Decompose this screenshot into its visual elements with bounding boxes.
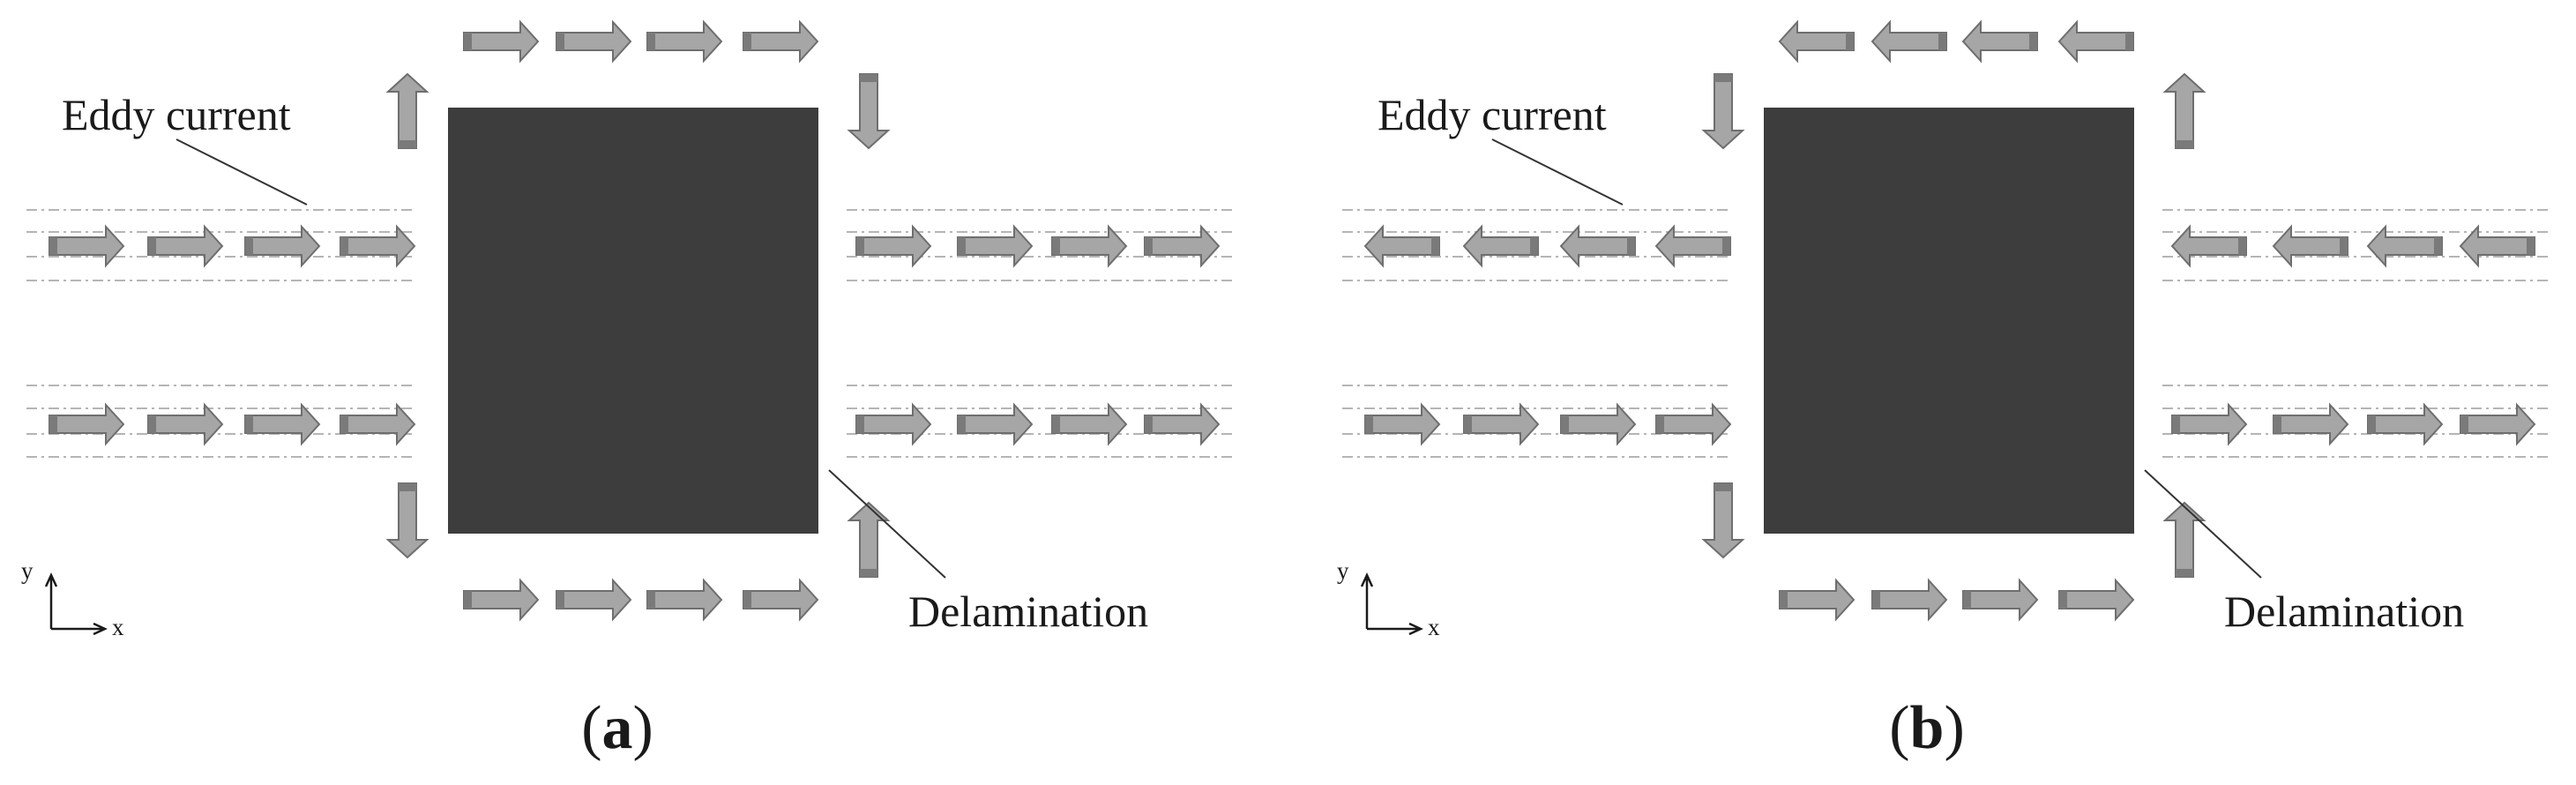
panel-a-arrow-lower-left-2	[147, 402, 224, 446]
panel-b-coordinate-axes: y x	[1337, 557, 1440, 640]
panel-a: Eddy current Delamination y x (a)	[21, 19, 1235, 762]
panel-a-arrow-bottom-left-corner	[385, 482, 429, 559]
panel-a-arrow-upper-left-1	[49, 224, 125, 268]
panel-b-caption-close: )	[1944, 694, 1964, 762]
panel-b-arrow-bottom-edge-1	[1779, 578, 1855, 622]
panel-a-delamination-label: Delamination	[908, 587, 1148, 636]
panel-b-caption-letter: b	[1910, 694, 1945, 762]
panel-a-arrows	[49, 19, 1221, 622]
panel-a-caption-open: (	[581, 694, 601, 762]
panel-a-arrow-bottom-edge-3	[646, 578, 723, 622]
panel-b-arrow-bottom-edge-3	[1962, 578, 2039, 622]
panel-b-arrow-lower-left-2	[1463, 402, 1540, 446]
panel-b-arrow-lower-left-3	[1560, 402, 1637, 446]
panel-b-arrow-top-right-corner	[2162, 72, 2206, 149]
panel-a-arrow-bottom-edge-2	[556, 578, 632, 622]
panel-a-arrow-lower-right-1	[855, 402, 932, 446]
panel-b-caption-open: (	[1889, 694, 1909, 762]
panel-a-arrow-lower-left-1	[49, 402, 125, 446]
panel-b-arrow-upper-right-2	[2272, 224, 2348, 268]
panel-b-arrow-bottom-left-corner	[1701, 482, 1745, 559]
panel-a-arrow-lower-left-4	[340, 402, 416, 446]
panel-a-arrow-upper-right-4	[1144, 224, 1221, 268]
panel-b-arrow-bottom-right-corner	[2162, 501, 2206, 578]
panel-b-arrows	[1363, 19, 2536, 622]
panel-a-arrow-lower-left-3	[244, 402, 321, 446]
panel-a-arrow-lower-right-4	[1144, 402, 1221, 446]
panel-a-arrow-upper-left-4	[340, 224, 416, 268]
panel-a-arrow-bottom-right-corner	[847, 501, 891, 578]
panel-b-arrow-top-edge-2	[1870, 19, 1947, 64]
panel-a-coordinate-axes: y x	[21, 557, 124, 640]
panel-a-arrow-top-edge-4	[743, 19, 819, 64]
panel-b-guide-lines	[1342, 209, 2550, 458]
panel-b-delamination-block	[1764, 108, 2134, 534]
panel-a-arrow-upper-left-2	[147, 224, 224, 268]
panel-a-arrow-top-edge-3	[646, 19, 723, 64]
panel-a-arrow-lower-right-3	[1051, 402, 1128, 446]
panel-a-caption-letter: a	[602, 694, 633, 762]
panel-a-delamination-block	[448, 108, 818, 534]
panel-a-axis-lines	[44, 572, 108, 636]
panel-b-arrow-lower-right-3	[2367, 402, 2444, 446]
panel-b-arrow-bottom-edge-4	[2058, 578, 2135, 622]
panel-a-arrow-upper-left-3	[244, 224, 321, 268]
panel-a-arrow-top-edge-2	[556, 19, 632, 64]
panel-a-arrow-upper-right-3	[1051, 224, 1128, 268]
panel-a-arrow-bottom-edge-4	[743, 578, 819, 622]
panel-a-arrow-bottom-edge-1	[463, 578, 540, 622]
panel-b-delamination-leader-line	[2144, 469, 2262, 579]
panel-a-eddy-leader-line	[175, 138, 308, 206]
panel-b-axis-y-label: y	[1337, 557, 1349, 584]
panel-a-guide-lines	[26, 209, 1235, 458]
panel-a-eddy-current-label: Eddy current	[62, 90, 291, 139]
panel-b-axis-lines	[1360, 572, 1423, 636]
panel-b-arrow-upper-left-1	[1363, 224, 1440, 268]
panel-b-arrow-lower-right-1	[2171, 402, 2248, 446]
panel-b-arrow-top-edge-1	[1778, 19, 1855, 64]
panel-b-arrow-top-edge-4	[2057, 19, 2134, 64]
panel-b-arrow-lower-left-1	[1364, 402, 1441, 446]
panel-b-eddy-leader-line	[1491, 138, 1624, 206]
panel-a-axis-x-label: x	[112, 614, 124, 640]
panel-a-arrow-top-left-corner	[385, 72, 429, 149]
panel-b-arrow-top-left-corner	[1701, 73, 1745, 150]
panel-a-arrow-upper-right-1	[855, 224, 932, 268]
panel-a-caption: (a)	[581, 694, 653, 762]
panel-b: Eddy current Delamination y x (b)	[1337, 19, 2550, 762]
panel-b-arrow-upper-left-2	[1462, 224, 1539, 268]
panel-b-arrow-bottom-edge-2	[1871, 578, 1948, 622]
panel-a-arrow-lower-right-2	[957, 402, 1034, 446]
panel-a-arrow-top-edge-1	[463, 19, 540, 64]
panel-b-arrow-upper-left-3	[1559, 224, 1636, 268]
panel-b-arrow-lower-left-4	[1655, 402, 1732, 446]
panel-b-arrow-lower-right-2	[2273, 402, 2349, 446]
panel-a-arrow-upper-right-2	[957, 224, 1034, 268]
panel-b-arrow-upper-right-4	[2459, 224, 2535, 268]
panel-b-arrow-upper-right-1	[2170, 224, 2247, 268]
panel-b-arrow-top-edge-3	[1961, 19, 2038, 64]
panel-b-delamination-label: Delamination	[2224, 587, 2464, 636]
panel-a-caption-close: )	[633, 694, 653, 762]
panel-b-eddy-current-label: Eddy current	[1378, 90, 1607, 139]
panel-a-arrow-top-right-corner	[847, 73, 891, 150]
panel-a-axis-y-label: y	[21, 557, 34, 584]
panel-a-delamination-leader-line	[828, 469, 946, 579]
panel-b-arrow-upper-left-4	[1654, 224, 1731, 268]
panel-b-arrow-lower-right-4	[2460, 402, 2536, 446]
panel-b-caption: (b)	[1889, 694, 1965, 762]
panel-b-arrow-upper-right-3	[2366, 224, 2443, 268]
panel-b-axis-x-label: x	[1428, 614, 1440, 640]
